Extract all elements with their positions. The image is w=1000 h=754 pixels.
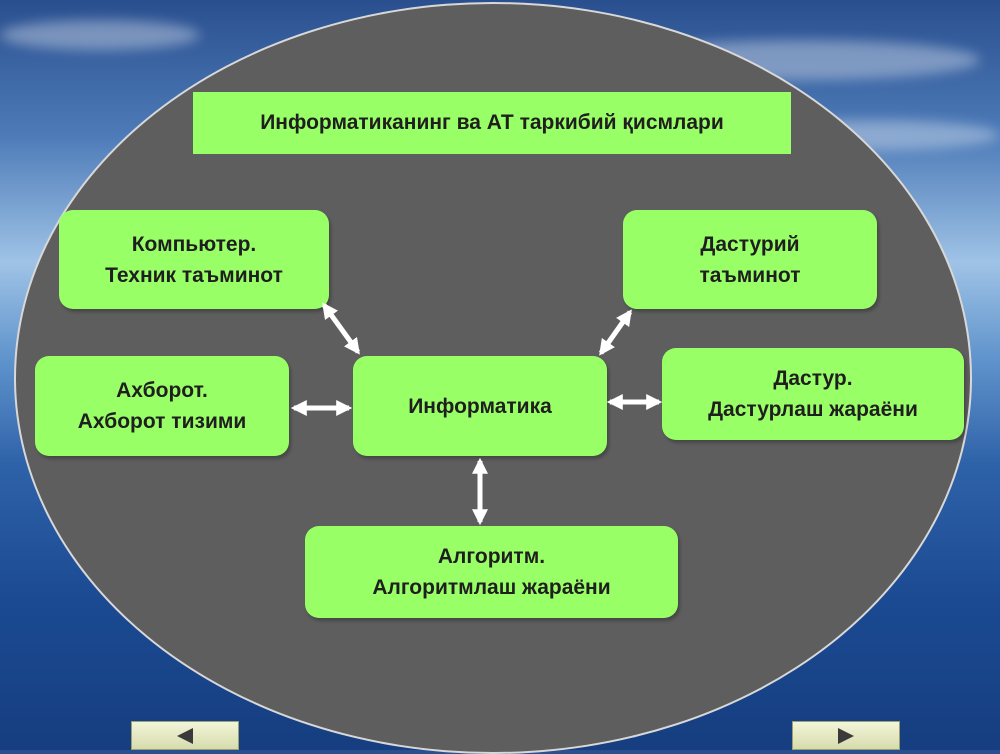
node-computer-label: Компьютер. Техник таъминот [105,232,283,287]
node-software-label: Дастурий таъминот [699,232,801,287]
triangle-left-icon [177,727,193,744]
node-information: Ахборот. Ахборот тизими [35,356,289,456]
prev-slide-button[interactable] [131,721,239,750]
node-information-label: Ахборот. Ахборот тизими [77,379,247,433]
node-computer: Компьютер. Техник таъминот [59,210,329,309]
next-slide-button[interactable] [792,721,900,750]
node-software: Дастурий таъминот [623,210,877,309]
node-algorithm: Алгоритм. Алгоритмлаш жараёни [305,526,678,618]
node-center: Информатика [353,356,607,456]
node-center-label: Информатика [408,394,552,418]
background-cloud [0,20,200,50]
node-program: Дастур. Дастурлаш жараёни [662,348,964,440]
diagram-title: Информатиканинг ва АТ таркибий қисмлари [193,92,791,154]
triangle-right-icon [838,727,854,744]
node-program-label: Дастур. Дастурлаш жараёни [708,367,918,421]
node-algorithm-label: Алгоритм. Алгоритмлаш жараёни [372,545,611,599]
